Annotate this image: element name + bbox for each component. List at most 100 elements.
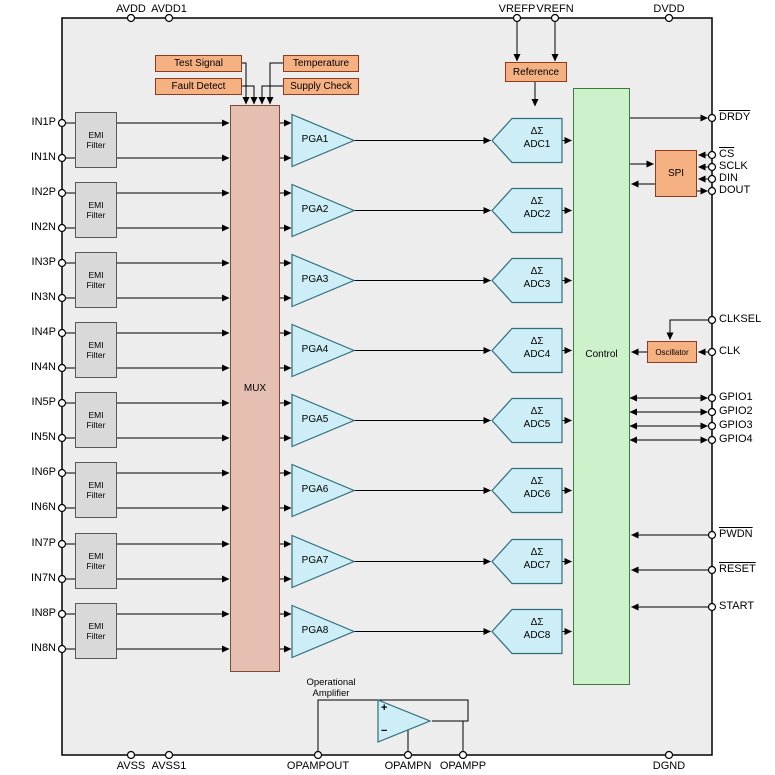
pin-clk: CLK bbox=[719, 345, 741, 357]
pga-triangle bbox=[291, 323, 356, 378]
pin-opampout: OPAMPOUT bbox=[286, 760, 350, 772]
pin-in3n: IN3N bbox=[30, 291, 56, 303]
pin-reset: RESET bbox=[719, 563, 756, 575]
pin-dgnd: DGND bbox=[652, 760, 686, 772]
pin-gpio1: GPIO1 bbox=[719, 391, 753, 403]
pga-label: PGA3 bbox=[301, 274, 329, 285]
pga-label: PGA5 bbox=[301, 414, 329, 425]
pin-avss1: AVSS1 bbox=[151, 760, 187, 772]
adc-shape bbox=[491, 538, 563, 585]
pin-in2n: IN2N bbox=[30, 221, 56, 233]
pin-drdy: DRDY bbox=[719, 111, 751, 123]
pga-label: PGA4 bbox=[301, 344, 329, 355]
pin-vrefn: VREFN bbox=[536, 3, 574, 15]
test-signal-block: Test Signal bbox=[155, 55, 242, 72]
spi-block: SPI bbox=[655, 150, 697, 197]
temperature-block: Temperature bbox=[283, 55, 359, 72]
adc-shape bbox=[491, 257, 563, 304]
mux-label: MUX bbox=[243, 383, 267, 394]
pin-in3p: IN3P bbox=[31, 256, 56, 268]
pga-triangle bbox=[291, 183, 356, 238]
pin-gpio2: GPIO2 bbox=[719, 405, 753, 417]
adc-sigma: ΔΣ bbox=[530, 547, 544, 558]
emi-label: EMI bbox=[88, 270, 104, 280]
pin-in6p: IN6P bbox=[31, 466, 56, 478]
adc-sigma: ΔΣ bbox=[530, 266, 544, 277]
emi-label: Filter bbox=[86, 350, 106, 360]
oscillator-block: Oscillator bbox=[647, 341, 697, 363]
fault-detect-block: Fault Detect bbox=[155, 78, 242, 95]
pin-start: START bbox=[719, 600, 755, 612]
pin-in5n: IN5N bbox=[30, 431, 56, 443]
adc-sigma: ΔΣ bbox=[530, 406, 544, 417]
emi-label: Filter bbox=[86, 631, 106, 641]
pin-gpio4: GPIO4 bbox=[719, 433, 753, 445]
oscillator-label: Oscillator bbox=[655, 347, 689, 357]
opamp-minus-sign: − bbox=[381, 725, 388, 737]
adc-label: ΔΣ ADC3 bbox=[511, 265, 563, 291]
adc-sigma: ΔΣ bbox=[530, 196, 544, 207]
pga-triangles bbox=[291, 113, 356, 659]
pin-in7n: IN7N bbox=[30, 572, 56, 584]
pin-in6n: IN6N bbox=[30, 501, 56, 513]
fault-detect-label: Fault Detect bbox=[171, 81, 226, 92]
pga-triangle bbox=[291, 113, 356, 168]
pin-dout: DOUT bbox=[719, 184, 751, 196]
pin-pwdn: PWDN bbox=[719, 528, 753, 540]
pga-triangle bbox=[291, 604, 356, 659]
adc-sigma: ΔΣ bbox=[530, 126, 544, 137]
emi-label: Filter bbox=[86, 280, 106, 290]
adc-name: ADC3 bbox=[523, 279, 551, 290]
pin-opampn: OPAMPN bbox=[384, 760, 432, 772]
emi-label: Filter bbox=[86, 490, 106, 500]
emi-label: EMI bbox=[88, 480, 104, 490]
pga-label: PGA1 bbox=[301, 134, 329, 145]
emi-label: Filter bbox=[86, 561, 106, 571]
pga-triangle bbox=[291, 393, 356, 448]
pin-vrefp: VREFP bbox=[498, 3, 536, 15]
reference-label: Reference bbox=[512, 66, 560, 78]
adc-sigma: ΔΣ bbox=[530, 617, 544, 628]
adc-shapes bbox=[491, 117, 563, 655]
pga-label: PGA7 bbox=[301, 555, 329, 566]
pin-in5p: IN5P bbox=[31, 396, 56, 408]
spi-label: SPI bbox=[667, 168, 685, 179]
emi-label: EMI bbox=[88, 621, 104, 631]
temperature-label: Temperature bbox=[292, 58, 350, 69]
supply-check-block: Supply Check bbox=[283, 78, 359, 95]
pin-avdd1: AVDD1 bbox=[151, 3, 187, 15]
pin-in8n: IN8N bbox=[30, 642, 56, 654]
supply-check-label: Supply Check bbox=[290, 81, 352, 92]
pin-avss: AVSS bbox=[116, 760, 146, 772]
reference-block: Reference bbox=[505, 62, 567, 82]
pga-triangle bbox=[291, 534, 356, 589]
mux-block: MUX bbox=[230, 105, 280, 672]
emi-label: Filter bbox=[86, 140, 106, 150]
pga-label: PGA2 bbox=[301, 204, 329, 215]
adc-sigma: ΔΣ bbox=[530, 336, 544, 347]
emi-label: Filter bbox=[86, 210, 106, 220]
adc-shape bbox=[491, 117, 563, 164]
opamp-plus-sign: + bbox=[381, 702, 388, 714]
opamp-title-line2: Amplifier bbox=[312, 688, 350, 699]
adc-name: ADC5 bbox=[523, 419, 551, 430]
opamp-triangle bbox=[377, 699, 432, 743]
pin-dvdd: DVDD bbox=[653, 3, 685, 15]
control-label: Control bbox=[585, 348, 618, 360]
emi-label: EMI bbox=[88, 130, 104, 140]
control-block: Control bbox=[573, 88, 630, 685]
emi-label: EMI bbox=[88, 551, 104, 561]
